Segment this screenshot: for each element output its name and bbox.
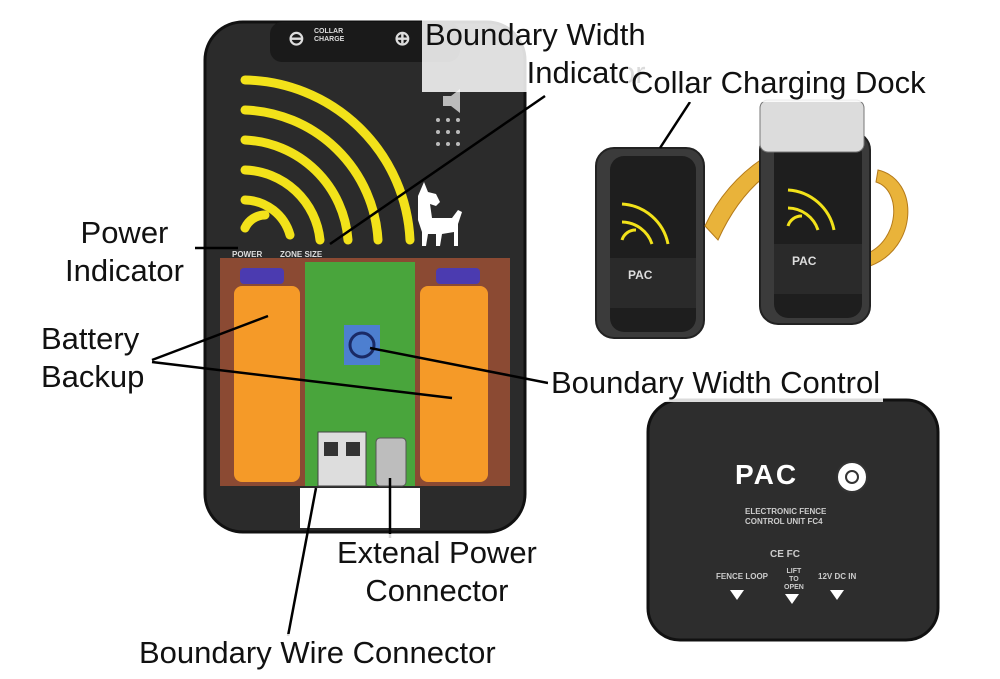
arc-4	[240, 135, 353, 245]
battery-right	[420, 286, 488, 482]
wire-connector-block	[317, 431, 367, 487]
label-external-power-connector: Extenal Power Connector	[334, 534, 540, 610]
label-pi-line-1: Power	[80, 215, 169, 250]
label-boundary-width-indicator: Boundary Width Indicator	[422, 16, 649, 92]
leader-boundary-width-control	[369, 346, 549, 385]
zone-size-label: ZONE SIZE	[280, 250, 323, 259]
label-bwi-line-1: Boundary Width	[425, 17, 646, 52]
lift-to-open-label: LIFT TO OPEN	[784, 568, 804, 592]
label-bb-line-1: Battery	[41, 321, 140, 356]
label-battery-backup: Battery Backup	[38, 320, 148, 396]
dc-in-label: 12V DC IN	[818, 572, 857, 581]
battery-right-cap	[436, 268, 480, 284]
fence-loop-label: FENCE LOOP	[716, 572, 769, 581]
label-power-indicator: Power Indicator	[62, 214, 187, 290]
label-boundary-width-control: Boundary Width Control	[548, 364, 884, 402]
speaker-icon	[436, 89, 460, 146]
battery-left-cap	[240, 268, 284, 284]
label-epc-line-2: Connector	[365, 573, 509, 608]
label-bb-line-2: Backup	[41, 359, 145, 394]
small-unit-left-brand: PAC	[628, 268, 653, 282]
label-bwi-line-2: Indicator	[526, 55, 646, 90]
lift-line-1: LIFT	[786, 568, 802, 575]
label-epc-line-1: Extenal Power	[337, 535, 537, 570]
collar-charge-line-2: CHARGE	[314, 36, 345, 43]
charging-dock-cap	[759, 99, 865, 153]
arc-1	[240, 210, 270, 233]
lift-line-2: TO	[789, 576, 799, 583]
rear-subtitle: ELECTRONIC FENCE CONTROL UNIT FC4	[745, 507, 826, 527]
arc-3	[240, 165, 325, 245]
label-collar-charging-dock: Collar Charging Dock	[628, 64, 929, 102]
leader-lines	[151, 94, 692, 637]
leader-wire-connector	[286, 487, 318, 637]
top-cap	[270, 22, 460, 62]
knob-dial	[348, 331, 376, 359]
leader-battery-left	[151, 314, 269, 362]
leader-charging-dock	[658, 101, 692, 149]
power-label: POWER	[232, 250, 263, 259]
small-unit-right-brand: PAC	[792, 254, 817, 268]
leader-battery-right	[151, 360, 453, 400]
arc-2	[240, 195, 295, 240]
dc-in-arrow	[830, 590, 844, 600]
rear-subtitle-line-1: ELECTRONIC FENCE	[745, 507, 827, 516]
label-pi-line-2: Indicator	[65, 253, 184, 288]
rear-brand: PAC	[735, 459, 799, 490]
lift-line-3: OPEN	[784, 584, 804, 591]
collar-charge-text: COLLAR CHARGE	[314, 28, 344, 44]
rear-subtitle-line-2: CONTROL UNIT FC4	[745, 517, 823, 526]
rear-certs: CE FC	[770, 549, 800, 560]
label-boundary-wire-connector: Boundary Wire Connector	[136, 634, 499, 672]
arc-6	[240, 75, 415, 245]
logo-circle	[836, 461, 868, 493]
dog-icon	[418, 182, 462, 246]
plus-button[interactable]: ⊕	[394, 28, 411, 50]
battery-left	[234, 286, 300, 482]
collar-charge-line-1: COLLAR	[314, 28, 344, 35]
fence-loop-arrow	[730, 590, 744, 600]
leader-boundary-width-indicator	[329, 94, 546, 246]
minus-button[interactable]: ⊖	[288, 28, 305, 50]
lift-arrow	[785, 594, 799, 604]
